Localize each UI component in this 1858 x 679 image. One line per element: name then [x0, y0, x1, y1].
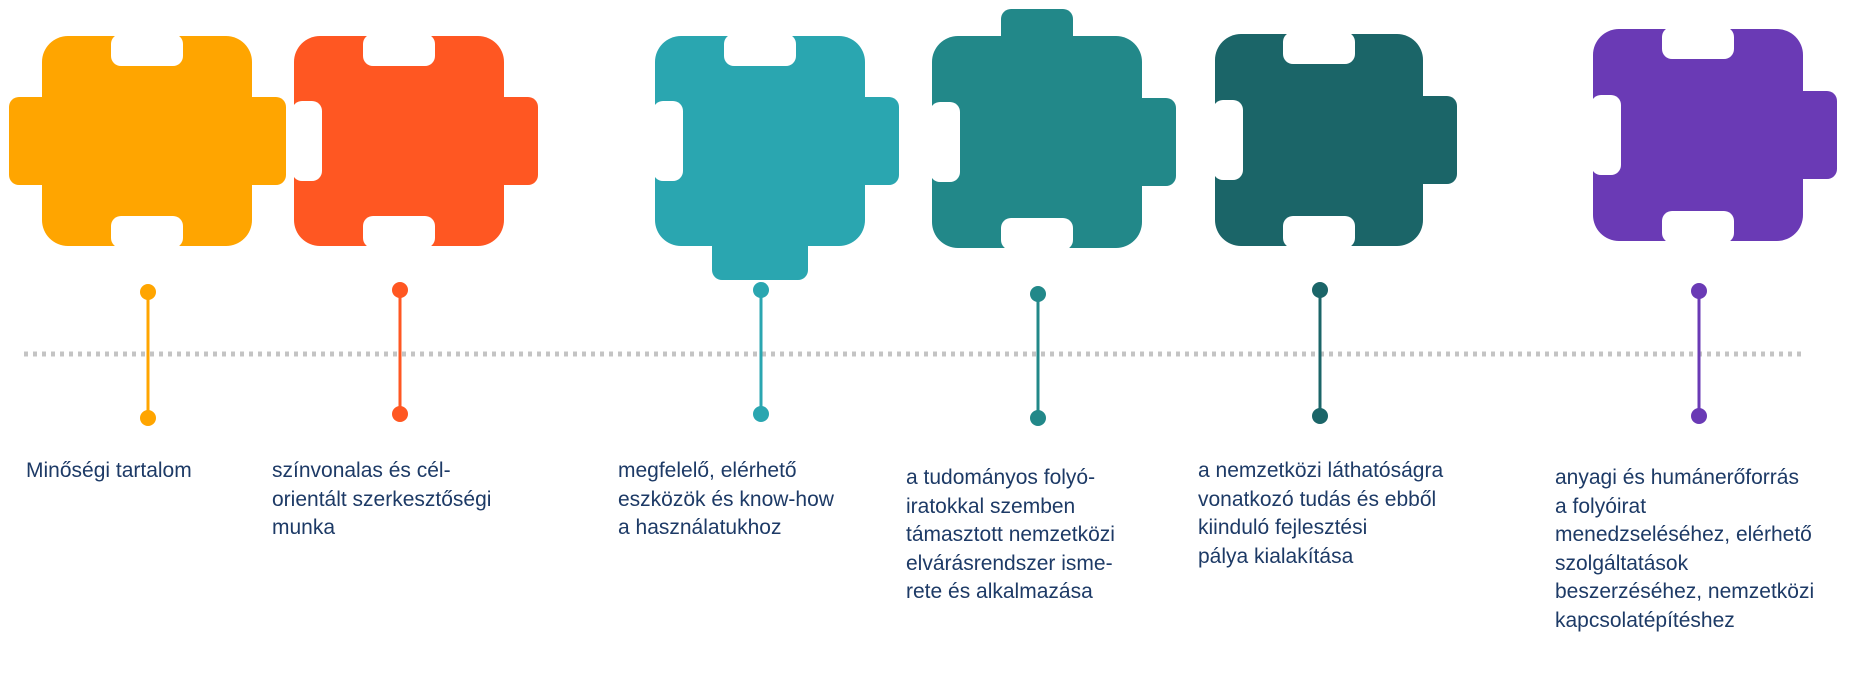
puzzle-notch: [292, 101, 322, 181]
connector-bottom-dot-1: [140, 410, 156, 426]
step-1-caption: Minőségi tartalom: [26, 459, 192, 482]
puzzle-body: [1215, 34, 1423, 246]
puzzle-notch: [1213, 100, 1243, 180]
puzzle-notch: [1662, 27, 1734, 59]
connector-top-dot-6: [1691, 283, 1707, 299]
puzzle-body: [294, 36, 504, 246]
connector-bottom-dot-4: [1030, 410, 1046, 426]
connector-bottom-dot-6: [1691, 408, 1707, 424]
puzzle-notch: [724, 34, 796, 66]
puzzle-notch: [111, 34, 183, 66]
puzzle-notch: [363, 34, 435, 66]
puzzle-notch: [1591, 95, 1621, 175]
connector-top-dot-1: [140, 284, 156, 300]
puzzle-piece-2: [292, 34, 538, 248]
puzzle-notch: [1283, 32, 1355, 64]
puzzle-notch: [363, 216, 435, 248]
puzzle-notch: [1001, 218, 1073, 250]
puzzle-notch: [930, 102, 960, 182]
puzzle-body: [655, 36, 865, 246]
connector-top-dot-3: [753, 282, 769, 298]
puzzle-notch: [653, 101, 683, 181]
connector-top-dot-2: [392, 282, 408, 298]
puzzle-piece-6: [1591, 27, 1837, 243]
connector-bottom-dot-3: [753, 406, 769, 422]
puzzle-piece-3: [653, 34, 899, 280]
step-3-caption: megfelelő, elérhető eszközök és know-how…: [618, 459, 834, 539]
connector-bottom-dot-2: [392, 406, 408, 422]
puzzle-notch: [1662, 211, 1734, 243]
puzzle-piece-5: [1213, 32, 1457, 248]
puzzle-body: [932, 36, 1142, 248]
connector-top-dot-4: [1030, 286, 1046, 302]
puzzle-notch: [111, 216, 183, 248]
connector-top-dot-5: [1312, 282, 1328, 298]
step-4-caption: a tudományos folyó- iratokkal szemben tá…: [906, 466, 1115, 603]
step-6-caption: anyagi és humánerőforrás a folyóirat men…: [1555, 466, 1815, 632]
step-5-caption: a nemzetközi láthatóságra vonatkozó tudá…: [1198, 459, 1444, 568]
puzzle-body: [42, 36, 252, 246]
puzzle-body: [1593, 29, 1803, 241]
puzzle-notch: [1283, 216, 1355, 248]
puzzle-piece-4: [930, 9, 1176, 250]
connector-bottom-dot-5: [1312, 408, 1328, 424]
puzzle-piece-1: [9, 34, 286, 248]
step-2-caption: színvonalas és cél- orientált szerkesztő…: [272, 459, 492, 539]
